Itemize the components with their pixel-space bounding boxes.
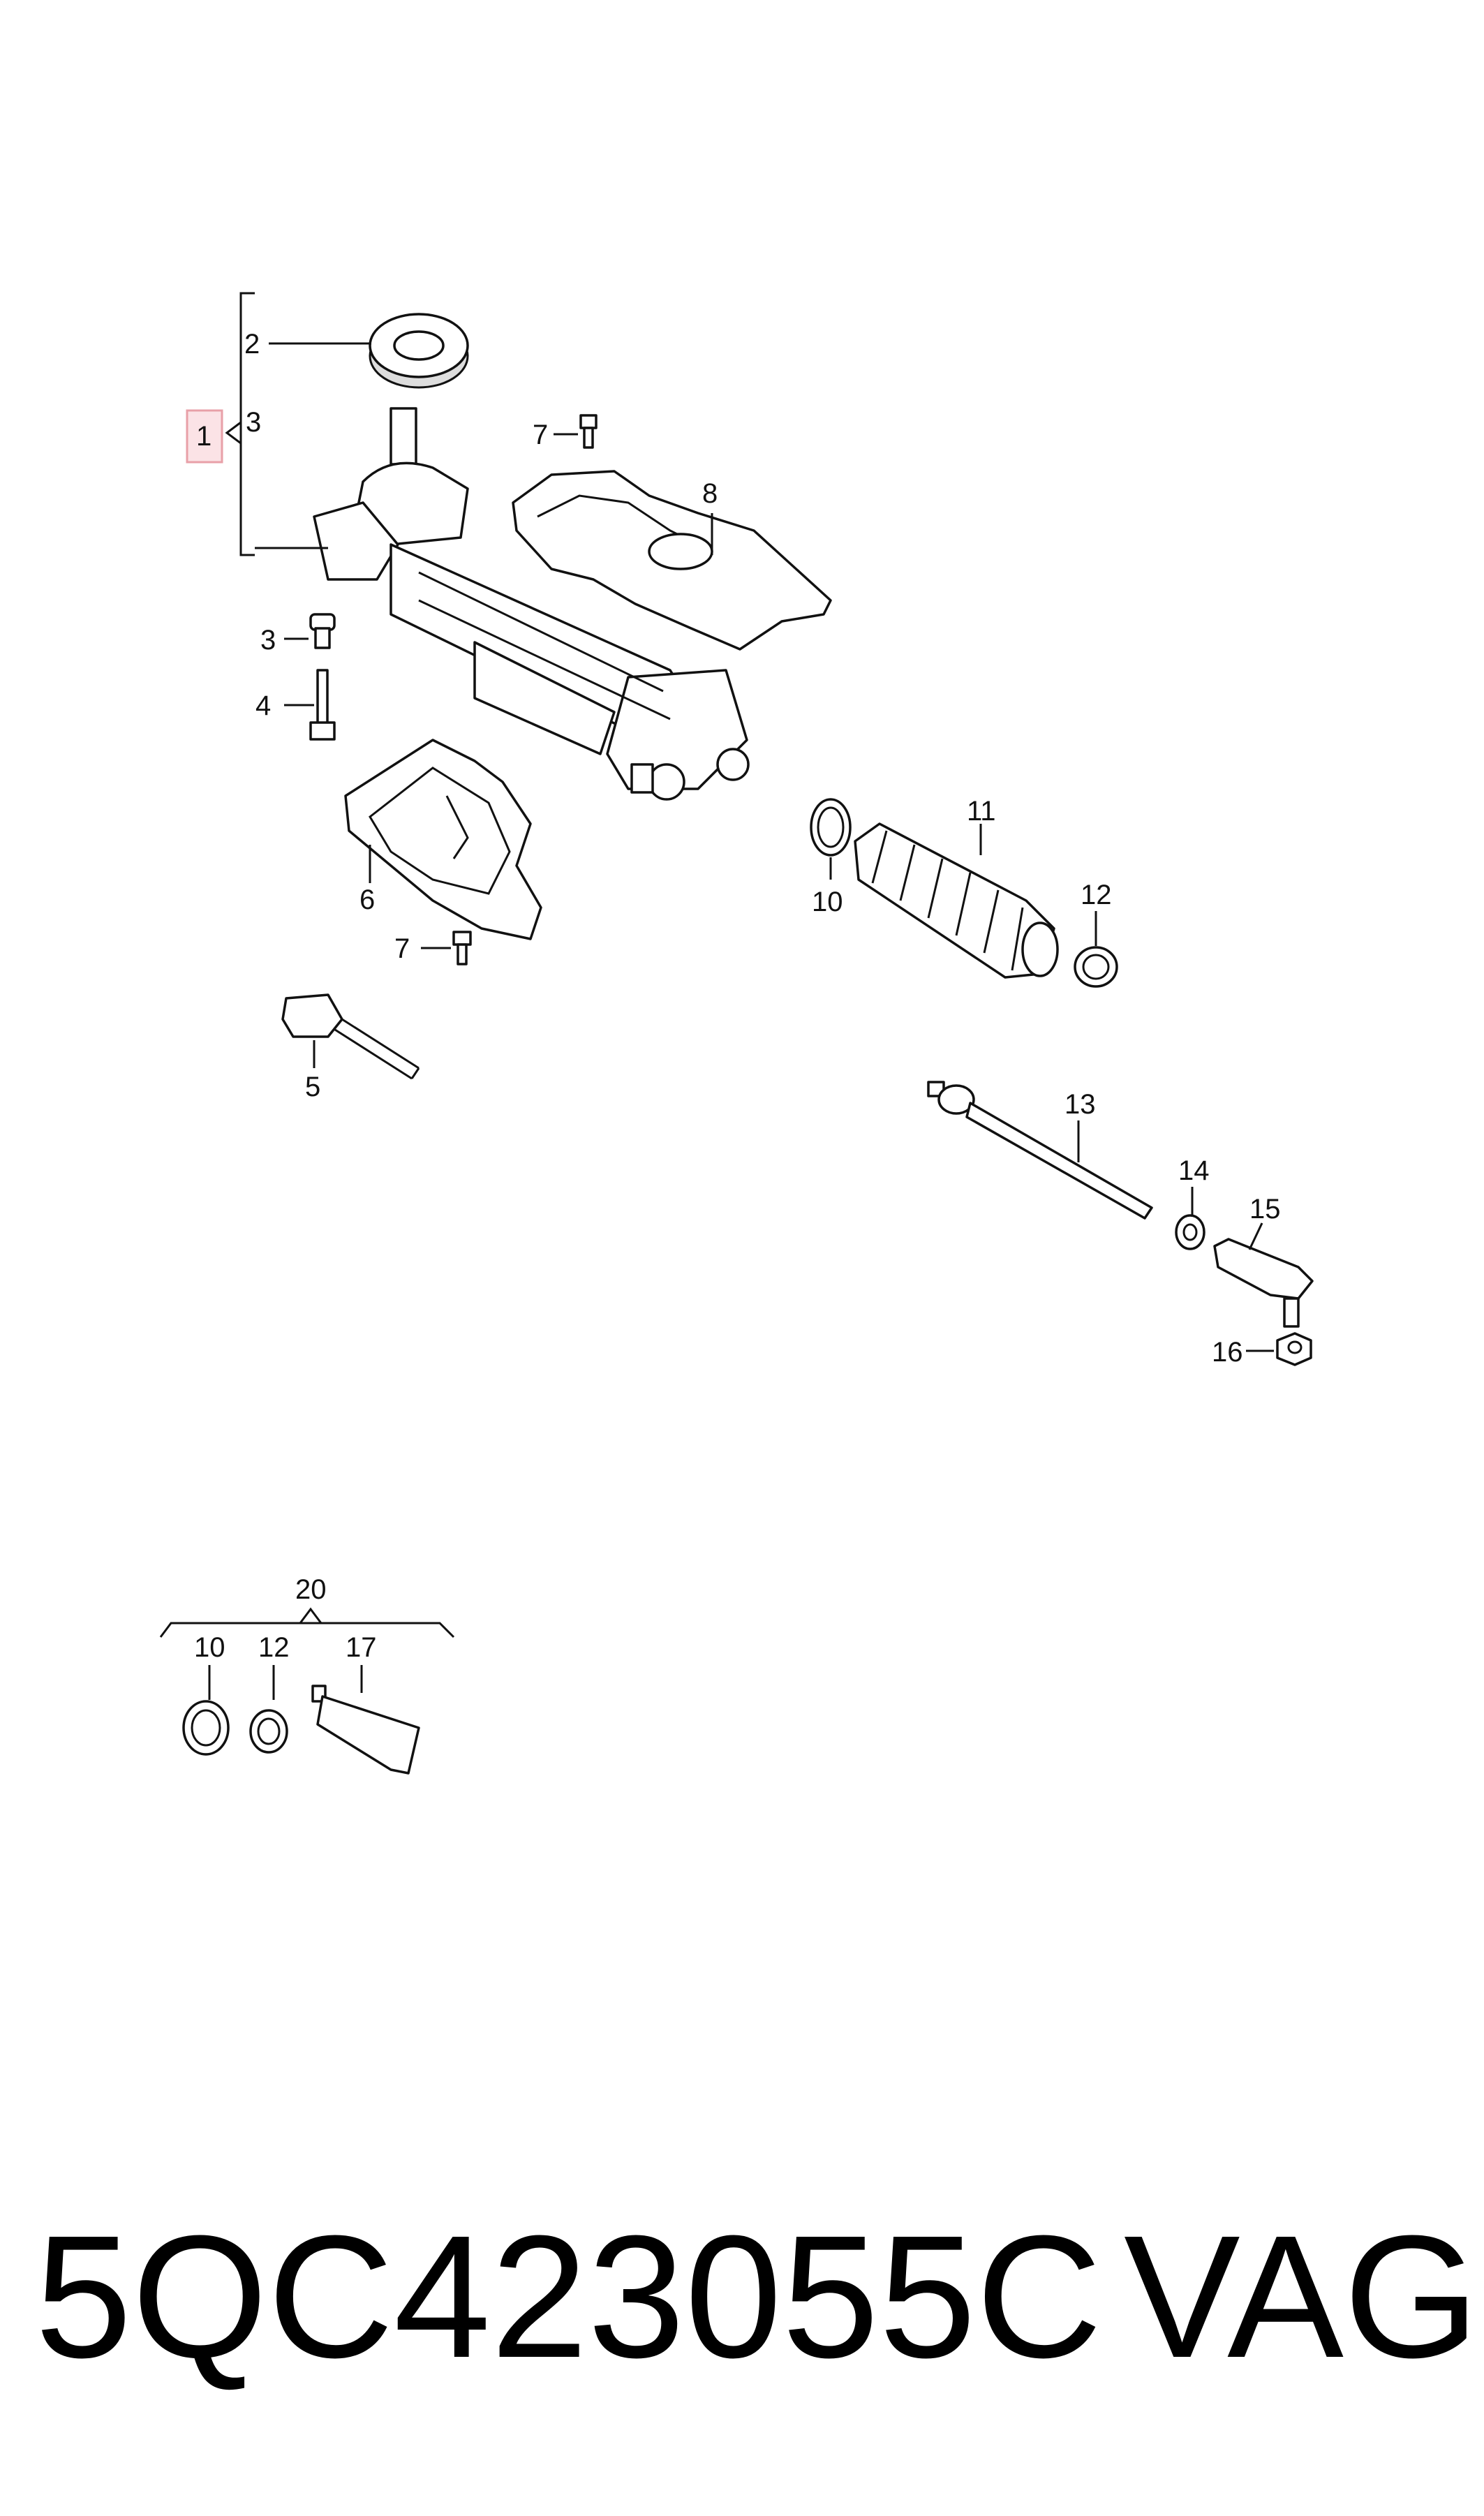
callout-15: 15 [1249,1194,1281,1224]
assembly-bracket [186,292,255,556]
part-7-bolt-bottom [452,931,472,965]
part-3-screw [309,613,336,649]
callout-8: 8 [702,478,718,509]
part-10-kit-clamp [182,1700,230,1756]
callout-12: 12 [1081,880,1112,910]
part-8-heat-shield [512,470,832,651]
callout-1-highlight [186,409,223,464]
part-2-rubber-mount [369,313,469,389]
callout-3-top: 3 [246,407,261,438]
callout-10-kit: 10 [194,1632,225,1663]
part-14-nut [1175,1214,1205,1250]
part-4-long-bolt [309,669,336,741]
part-6-cover-plate [344,739,542,940]
part-13-tie-rod [927,1081,1153,1220]
callout-2: 2 [244,329,260,360]
callout-7-bottom: 7 [394,933,410,964]
callout-5: 5 [305,1072,320,1102]
callout-1: 1 [196,421,212,452]
repair-kit-bracket [159,1607,455,1638]
part-15-tie-rod-end [1213,1238,1314,1328]
callout-11: 11 [967,796,996,827]
part-10-clamp [810,798,852,857]
callout-3: 3 [260,625,276,656]
part-17-grease-tube [311,1685,420,1775]
callout-10: 10 [812,887,843,917]
part-11-boot [854,822,1059,979]
callout-14: 14 [1178,1155,1210,1186]
part-16-nut [1276,1332,1312,1366]
callout-7-top: 7 [533,420,548,450]
callout-16: 16 [1212,1337,1243,1368]
callout-4: 4 [255,690,271,721]
part-12-kit-clamp [249,1709,288,1754]
callout-20: 20 [295,1574,327,1605]
callout-6: 6 [359,885,375,915]
part-1-steering-rack [313,407,750,801]
part-12-clamp [1074,946,1118,988]
brand-name: VAG [1124,2199,1480,2394]
part-number: 5QC423055C [35,2199,1102,2394]
footer-title: 5QC423055C VAG [35,2192,1479,2402]
part-7-bolt-top [579,414,598,449]
callout-13: 13 [1064,1089,1096,1120]
part-5-sensor [281,993,420,1080]
callout-12-kit: 12 [258,1632,290,1663]
callout-17: 17 [346,1632,377,1663]
